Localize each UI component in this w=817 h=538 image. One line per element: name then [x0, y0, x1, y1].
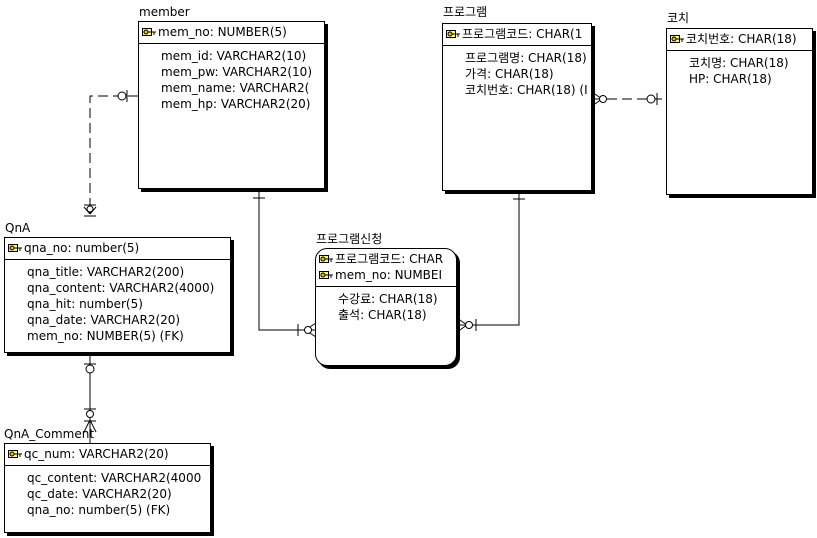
program-key-row: 프로그램코드: CHAR(1 — [443, 26, 591, 42]
enroll-entity[interactable]: 프로그램코드: CHAR mem_no: NUMBEI 수강료: CHAR(18… — [315, 248, 457, 366]
key-icon — [670, 33, 685, 45]
member-entity-title: member — [139, 5, 190, 19]
member-entity[interactable]: mem_no: NUMBER(5) mem_id: VARCHAR2(10) m… — [138, 21, 325, 189]
key-icon — [319, 269, 334, 281]
qna-attribute: mem_no: NUMBER(5) (FK) — [27, 329, 184, 343]
enroll-key-row: 프로그램코드: CHAR — [316, 251, 456, 267]
member-key-row: mem_no: NUMBER(5) — [139, 24, 324, 40]
program-key-text: 프로그램코드: CHAR(1 — [462, 27, 583, 41]
enroll-primary-keys: 프로그램코드: CHAR mem_no: NUMBEI — [316, 249, 456, 287]
member-primary-keys: mem_no: NUMBER(5) — [139, 22, 324, 44]
rel-coach-program — [591, 91, 666, 107]
qna-entity[interactable]: qna_no: number(5) qna_title: VARCHAR2(20… — [4, 237, 231, 353]
qna-key-row: qna_no: number(5) — [5, 240, 230, 256]
member-attribute: mem_name: VARCHAR2( — [161, 81, 310, 95]
qna-comment-entity[interactable]: qc_num: VARCHAR2(20) qc_content: VARCHAR… — [4, 443, 211, 533]
coach-entity-title: 코치 — [667, 11, 690, 25]
key-icon — [446, 28, 461, 40]
qna-comment-entity-title: QnA_Comment — [4, 427, 95, 441]
member-attribute: mem_pw: VARCHAR2(10) — [161, 65, 313, 79]
qna-attribute: qna_hit: number(5) — [27, 297, 143, 311]
enroll-key-row: mem_no: NUMBEI — [316, 267, 456, 283]
program-entity-title: 프로그램 — [443, 5, 488, 19]
coach-key-row: 코치번호: CHAR(18) — [667, 31, 812, 47]
coach-key-text: 코치번호: CHAR(18) — [686, 32, 797, 46]
qna-primary-keys: qna_no: number(5) — [5, 238, 230, 260]
coach-primary-keys: 코치번호: CHAR(18) — [667, 29, 812, 51]
enroll-attribute: 수강료: CHAR(18) — [338, 292, 438, 306]
program-attribute: 코치번호: CHAR(18) (I — [465, 83, 588, 97]
member-attribute: mem_hp: VARCHAR2(20) — [161, 97, 311, 111]
enroll-attributes: 수강료: CHAR(18) 출석: CHAR(18) — [316, 287, 456, 323]
qna-attribute: qna_title: VARCHAR2(200) — [27, 265, 185, 279]
coach-attributes: 코치명: CHAR(18) HP: CHAR(18) — [667, 51, 812, 87]
coach-entity[interactable]: 코치번호: CHAR(18) 코치명: CHAR(18) HP: CHAR(18… — [666, 28, 813, 195]
enroll-entity-title: 프로그램신청 — [316, 232, 383, 246]
member-attributes: mem_id: VARCHAR2(10) mem_pw: VARCHAR2(10… — [139, 44, 324, 112]
rel-member-enroll — [253, 189, 317, 338]
qna-comment-attribute: qna_no: number(5) (FK) — [27, 503, 171, 517]
program-attribute: 프로그램명: CHAR(18) — [465, 51, 587, 65]
coach-attribute: HP: CHAR(18) — [689, 72, 772, 86]
qna-attribute: qna_date: VARCHAR2(20) — [27, 313, 181, 327]
key-icon — [8, 448, 23, 460]
member-attribute: mem_id: VARCHAR2(10) — [161, 49, 307, 63]
qna-comment-primary-keys: qc_num: VARCHAR2(20) — [5, 444, 210, 466]
qna-comment-key-text: qc_num: VARCHAR2(20) — [24, 447, 169, 461]
qna-comment-attribute: qc_content: VARCHAR2(4000 — [27, 471, 202, 485]
key-icon — [319, 253, 334, 265]
qna-attribute: qna_content: VARCHAR2(4000) — [27, 281, 215, 295]
program-attribute: 가격: CHAR(18) — [465, 67, 554, 81]
qna-comment-attribute: qc_date: VARCHAR2(20) — [27, 487, 172, 501]
key-icon — [8, 242, 23, 254]
coach-attribute: 코치명: CHAR(18) — [689, 56, 789, 70]
enroll-key-text: mem_no: NUMBEI — [335, 268, 443, 282]
qna-key-text: qna_no: number(5) — [24, 241, 140, 255]
program-primary-keys: 프로그램코드: CHAR(1 — [443, 24, 591, 46]
qna-entity-title: QnA — [5, 221, 31, 235]
rel-member-qna — [83, 90, 138, 217]
enroll-key-text: 프로그램코드: CHAR — [335, 252, 444, 266]
member-key-text: mem_no: NUMBER(5) — [158, 25, 287, 39]
enroll-attribute: 출석: CHAR(18) — [338, 308, 427, 322]
program-entity[interactable]: 프로그램코드: CHAR(1 프로그램명: CHAR(18) 가격: CHAR(… — [442, 23, 592, 191]
key-icon — [142, 26, 157, 38]
rel-program-enroll — [456, 191, 525, 333]
qna-attributes: qna_title: VARCHAR2(200) qna_content: VA… — [5, 260, 230, 344]
rel-qna-comment — [83, 353, 97, 443]
qna-comment-attributes: qc_content: VARCHAR2(4000 qc_date: VARCH… — [5, 466, 210, 518]
program-attributes: 프로그램명: CHAR(18) 가격: CHAR(18) 코치번호: CHAR(… — [443, 46, 591, 98]
qna-comment-key-row: qc_num: VARCHAR2(20) — [5, 446, 210, 462]
